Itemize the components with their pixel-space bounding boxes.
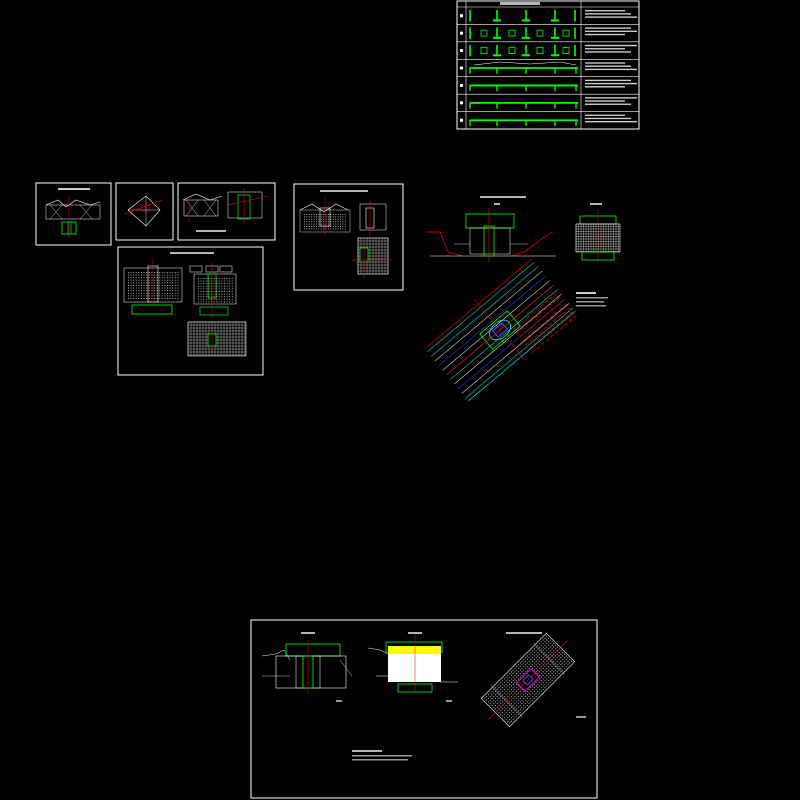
detail-sheet-d — [117, 246, 264, 376]
sequence-row — [457, 24, 639, 39]
construction-sequence-table — [456, 0, 640, 130]
soil-hatch — [304, 214, 346, 230]
pile-grid — [575, 223, 620, 252]
open-drawing-f — [424, 196, 621, 402]
soil-hatch — [128, 272, 179, 299]
detail-sheet-b — [115, 182, 174, 241]
sequence-row — [457, 41, 639, 57]
detail-sheet-e — [293, 183, 404, 291]
soil-hatch — [198, 278, 233, 303]
sequence-row — [457, 111, 639, 126]
detail-sheet-c — [177, 182, 276, 241]
skew-plan — [424, 258, 579, 402]
skew-plan — [480, 632, 576, 728]
pile-grid — [187, 321, 246, 356]
sequence-row — [460, 10, 637, 22]
sequence-row — [457, 76, 639, 92]
sequence-row — [457, 58, 639, 74]
sequence-row — [457, 93, 639, 109]
detail-sheet-g — [250, 619, 598, 799]
detail-sheet-a — [35, 182, 112, 246]
sequence-rows — [457, 10, 639, 126]
